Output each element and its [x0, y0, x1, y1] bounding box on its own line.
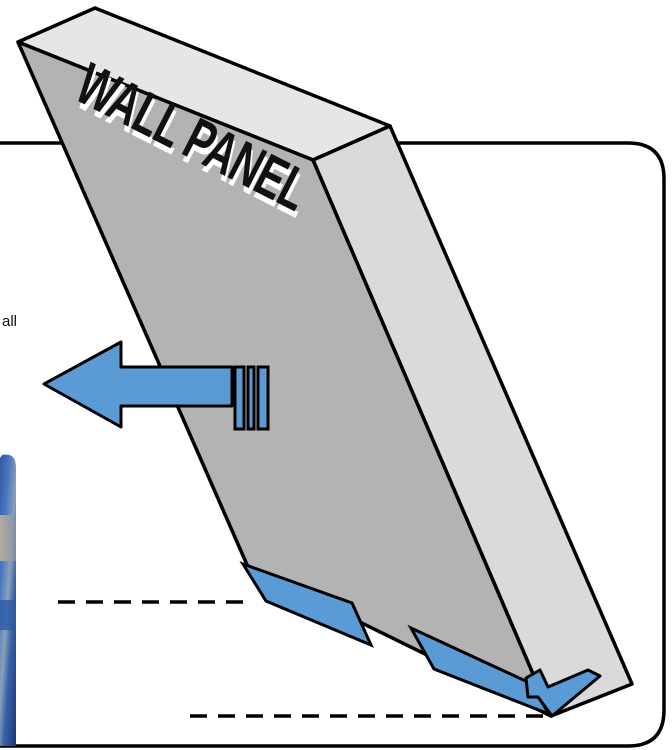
photo-strip: [0, 455, 16, 746]
clipped-caption: all: [2, 313, 32, 330]
